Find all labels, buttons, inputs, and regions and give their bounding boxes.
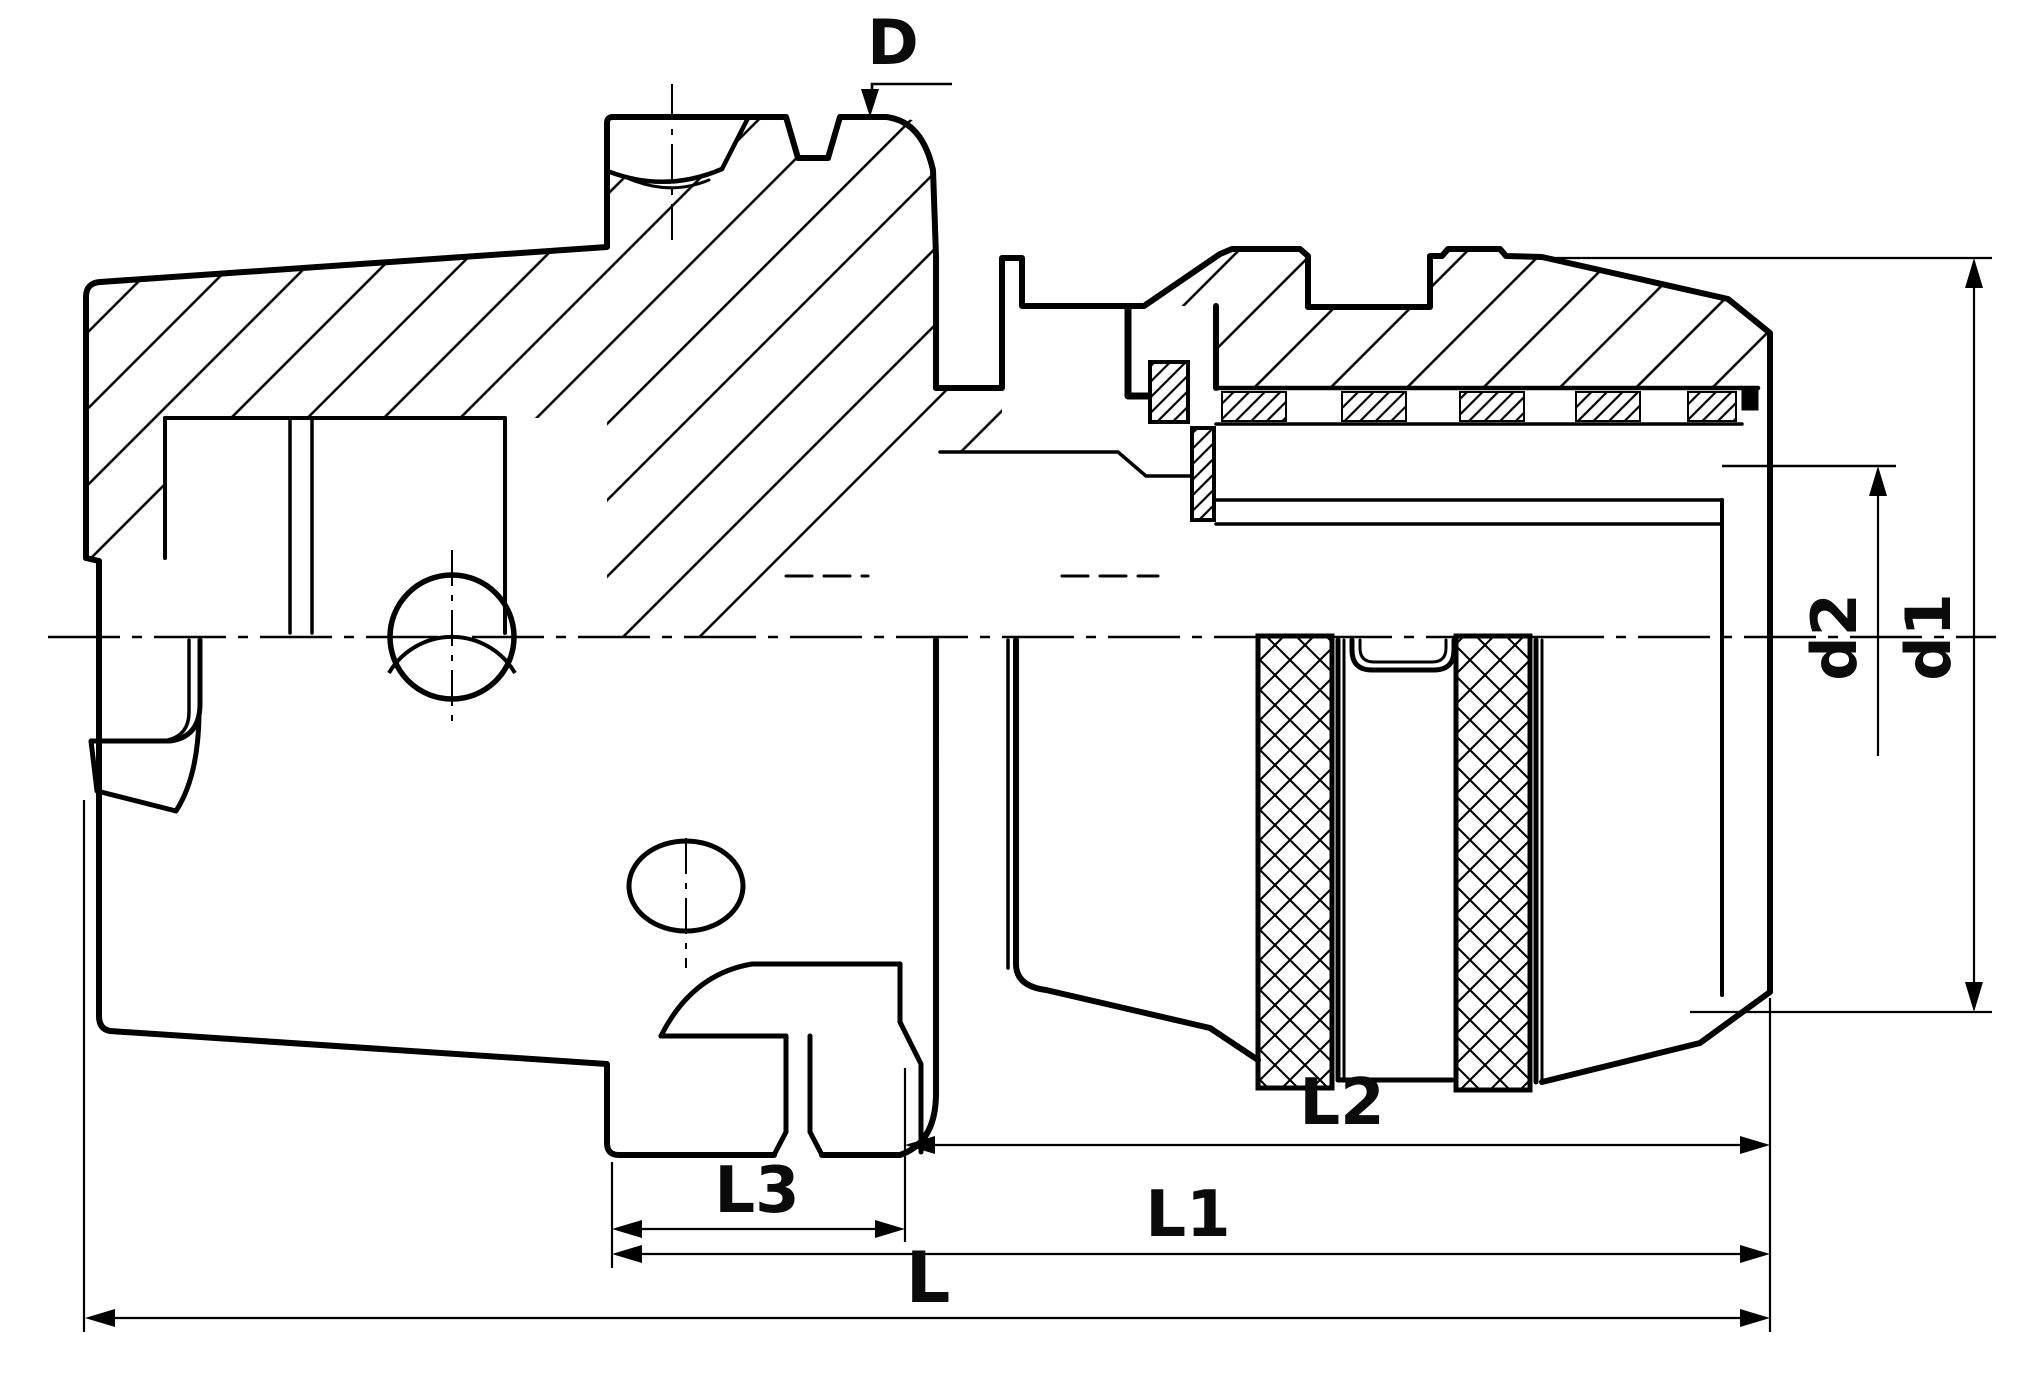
drive-slot-ceiling (658, 961, 903, 1039)
shank-upper-outline (83, 114, 939, 561)
cup-slot-inner-arc (623, 175, 711, 190)
shank-holes (387, 572, 746, 934)
neck-step-line (938, 450, 1216, 478)
end-slot-wing-inner (166, 638, 191, 742)
key-window (1349, 637, 1457, 673)
label-d1: d1 (1892, 593, 1965, 681)
seal-ring-section (1148, 360, 1190, 424)
arrow-L-left (85, 1309, 115, 1327)
dimensions (82, 82, 1992, 1332)
arrow-L1-left (612, 1245, 642, 1263)
chuck-rear-cap-lower (1013, 637, 1261, 1063)
thread-seg (1221, 391, 1287, 422)
arrow-d2 (1869, 466, 1887, 496)
label-L: L (906, 1237, 951, 1319)
label-L3: L3 (714, 1154, 799, 1228)
side-hole-ellipse (626, 838, 746, 934)
cup-slot-wall (719, 115, 751, 172)
arrow-L1-right (1740, 1245, 1770, 1263)
chuck-hatch (1144, 249, 1770, 388)
chuck-outline (933, 246, 1773, 1085)
thread-seg (1687, 391, 1737, 422)
knurl-band-rear (1255, 633, 1335, 1091)
arrow-d1-bottom (1965, 982, 1983, 1012)
arrow-D (861, 89, 879, 117)
centerlines (48, 84, 1996, 968)
shank-hatch (86, 247, 607, 558)
drive-slot-channel-left (771, 1033, 789, 1158)
key-window-inner (1358, 638, 1448, 664)
knurl-bands (1255, 633, 1533, 1093)
dimension-arrowheads (85, 89, 1983, 1327)
label-d2: d2 (1798, 593, 1871, 681)
chuck-upper-outline (933, 246, 1773, 1085)
dimension-labels: D d2 d1 L2 L3 L1 L (714, 6, 1965, 1319)
cup-slot-floor (607, 166, 725, 185)
shank-flange-outline (83, 114, 1160, 1158)
arrow-L2-left (905, 1136, 935, 1154)
thread-seg (1459, 391, 1525, 422)
arrow-L2-right (1740, 1136, 1770, 1154)
arrow-L3-left (612, 1220, 642, 1238)
arrow-L3-right (875, 1220, 905, 1238)
label-L2: L2 (1299, 1066, 1384, 1140)
section-hatch-areas (86, 117, 1770, 637)
thread-seg (1575, 391, 1641, 422)
arrow-L-right (1740, 1309, 1770, 1327)
label-L1: L1 (1145, 1178, 1230, 1252)
thread-end-block (1741, 389, 1759, 411)
seal-wire (1124, 304, 1152, 400)
clamp-hole-counterbore (387, 634, 517, 675)
thread-row-segments (1148, 360, 1759, 522)
flange-hatch (607, 117, 1002, 637)
dim-D-leader (870, 82, 952, 100)
clamp-hole (387, 572, 517, 702)
knurl-band-front (1453, 633, 1533, 1093)
shank-lower-outline (83, 555, 777, 1158)
label-D: D (867, 6, 918, 79)
drive-slot-channel-right (807, 1033, 825, 1158)
arrow-d1-top (1965, 258, 1983, 288)
drive-slot-wall-right (897, 961, 924, 1155)
seal-ring-section2 (1190, 426, 1216, 522)
end-slot-wing (88, 637, 203, 814)
thread-seg (1341, 391, 1407, 422)
flange-bottom-right (819, 637, 939, 1158)
